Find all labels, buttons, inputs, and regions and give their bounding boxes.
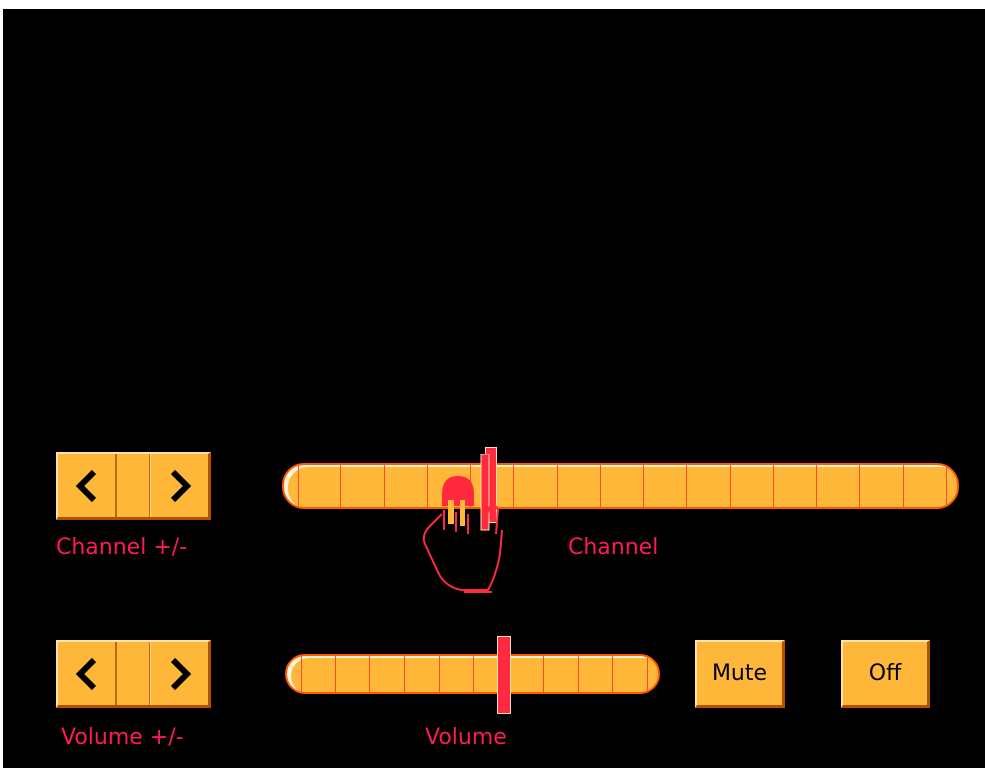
slider-segment: [341, 465, 385, 507]
volume-slider-label: Volume: [425, 725, 507, 750]
slider-segment: [817, 465, 861, 507]
slider-segment: [644, 465, 688, 507]
channel-arrow-buttons: [56, 452, 211, 520]
volume-down-button[interactable]: [58, 642, 116, 705]
slider-segment: [370, 656, 406, 692]
arrow-divider: [116, 642, 150, 705]
slider-segment: [336, 656, 371, 692]
channel-slider-thumb[interactable]: [484, 447, 497, 523]
arrow-divider: [116, 454, 150, 517]
slider-segment: [613, 656, 648, 692]
tv-remote-screen: Channel +/- Channel Volume +/- Volume Mu…: [3, 9, 985, 768]
mute-button[interactable]: Mute: [695, 640, 785, 708]
channel-down-button[interactable]: [58, 454, 116, 517]
slider-segment: [558, 465, 601, 507]
slider-segment: [731, 465, 774, 507]
slider-segment: [774, 465, 818, 507]
volume-arrow-buttons: [56, 640, 211, 708]
volume-slider-segments: [301, 656, 648, 692]
slider-segment: [428, 465, 472, 507]
slider-segment: [544, 656, 579, 692]
channel-arrows-label: Channel +/-: [56, 535, 188, 560]
chevron-left-icon: [75, 657, 96, 690]
slider-segment: [298, 465, 342, 507]
slider-segment: [471, 465, 515, 507]
slider-segment: [301, 656, 336, 692]
chevron-right-icon: [170, 469, 191, 502]
off-button[interactable]: Off: [841, 640, 930, 708]
volume-arrows-label: Volume +/-: [61, 725, 184, 750]
slider-segment: [514, 465, 558, 507]
slider-segment: [601, 465, 645, 507]
channel-slider[interactable]: [282, 463, 959, 509]
slider-segment: [385, 465, 428, 507]
slider-segment: [904, 465, 947, 507]
slider-segment: [687, 465, 731, 507]
slider-segment: [405, 656, 440, 692]
volume-up-button[interactable]: [150, 642, 208, 705]
channel-slider-segments: [298, 465, 947, 507]
channel-up-button[interactable]: [150, 454, 208, 517]
slider-segment: [579, 656, 614, 692]
chevron-left-icon: [75, 469, 96, 502]
slider-segment: [509, 656, 544, 692]
slider-segment: [440, 656, 475, 692]
volume-slider-thumb[interactable]: [496, 636, 511, 714]
chevron-right-icon: [170, 657, 191, 690]
slider-segment: [860, 465, 904, 507]
channel-slider-label: Channel: [568, 535, 659, 560]
volume-slider[interactable]: [285, 654, 660, 694]
